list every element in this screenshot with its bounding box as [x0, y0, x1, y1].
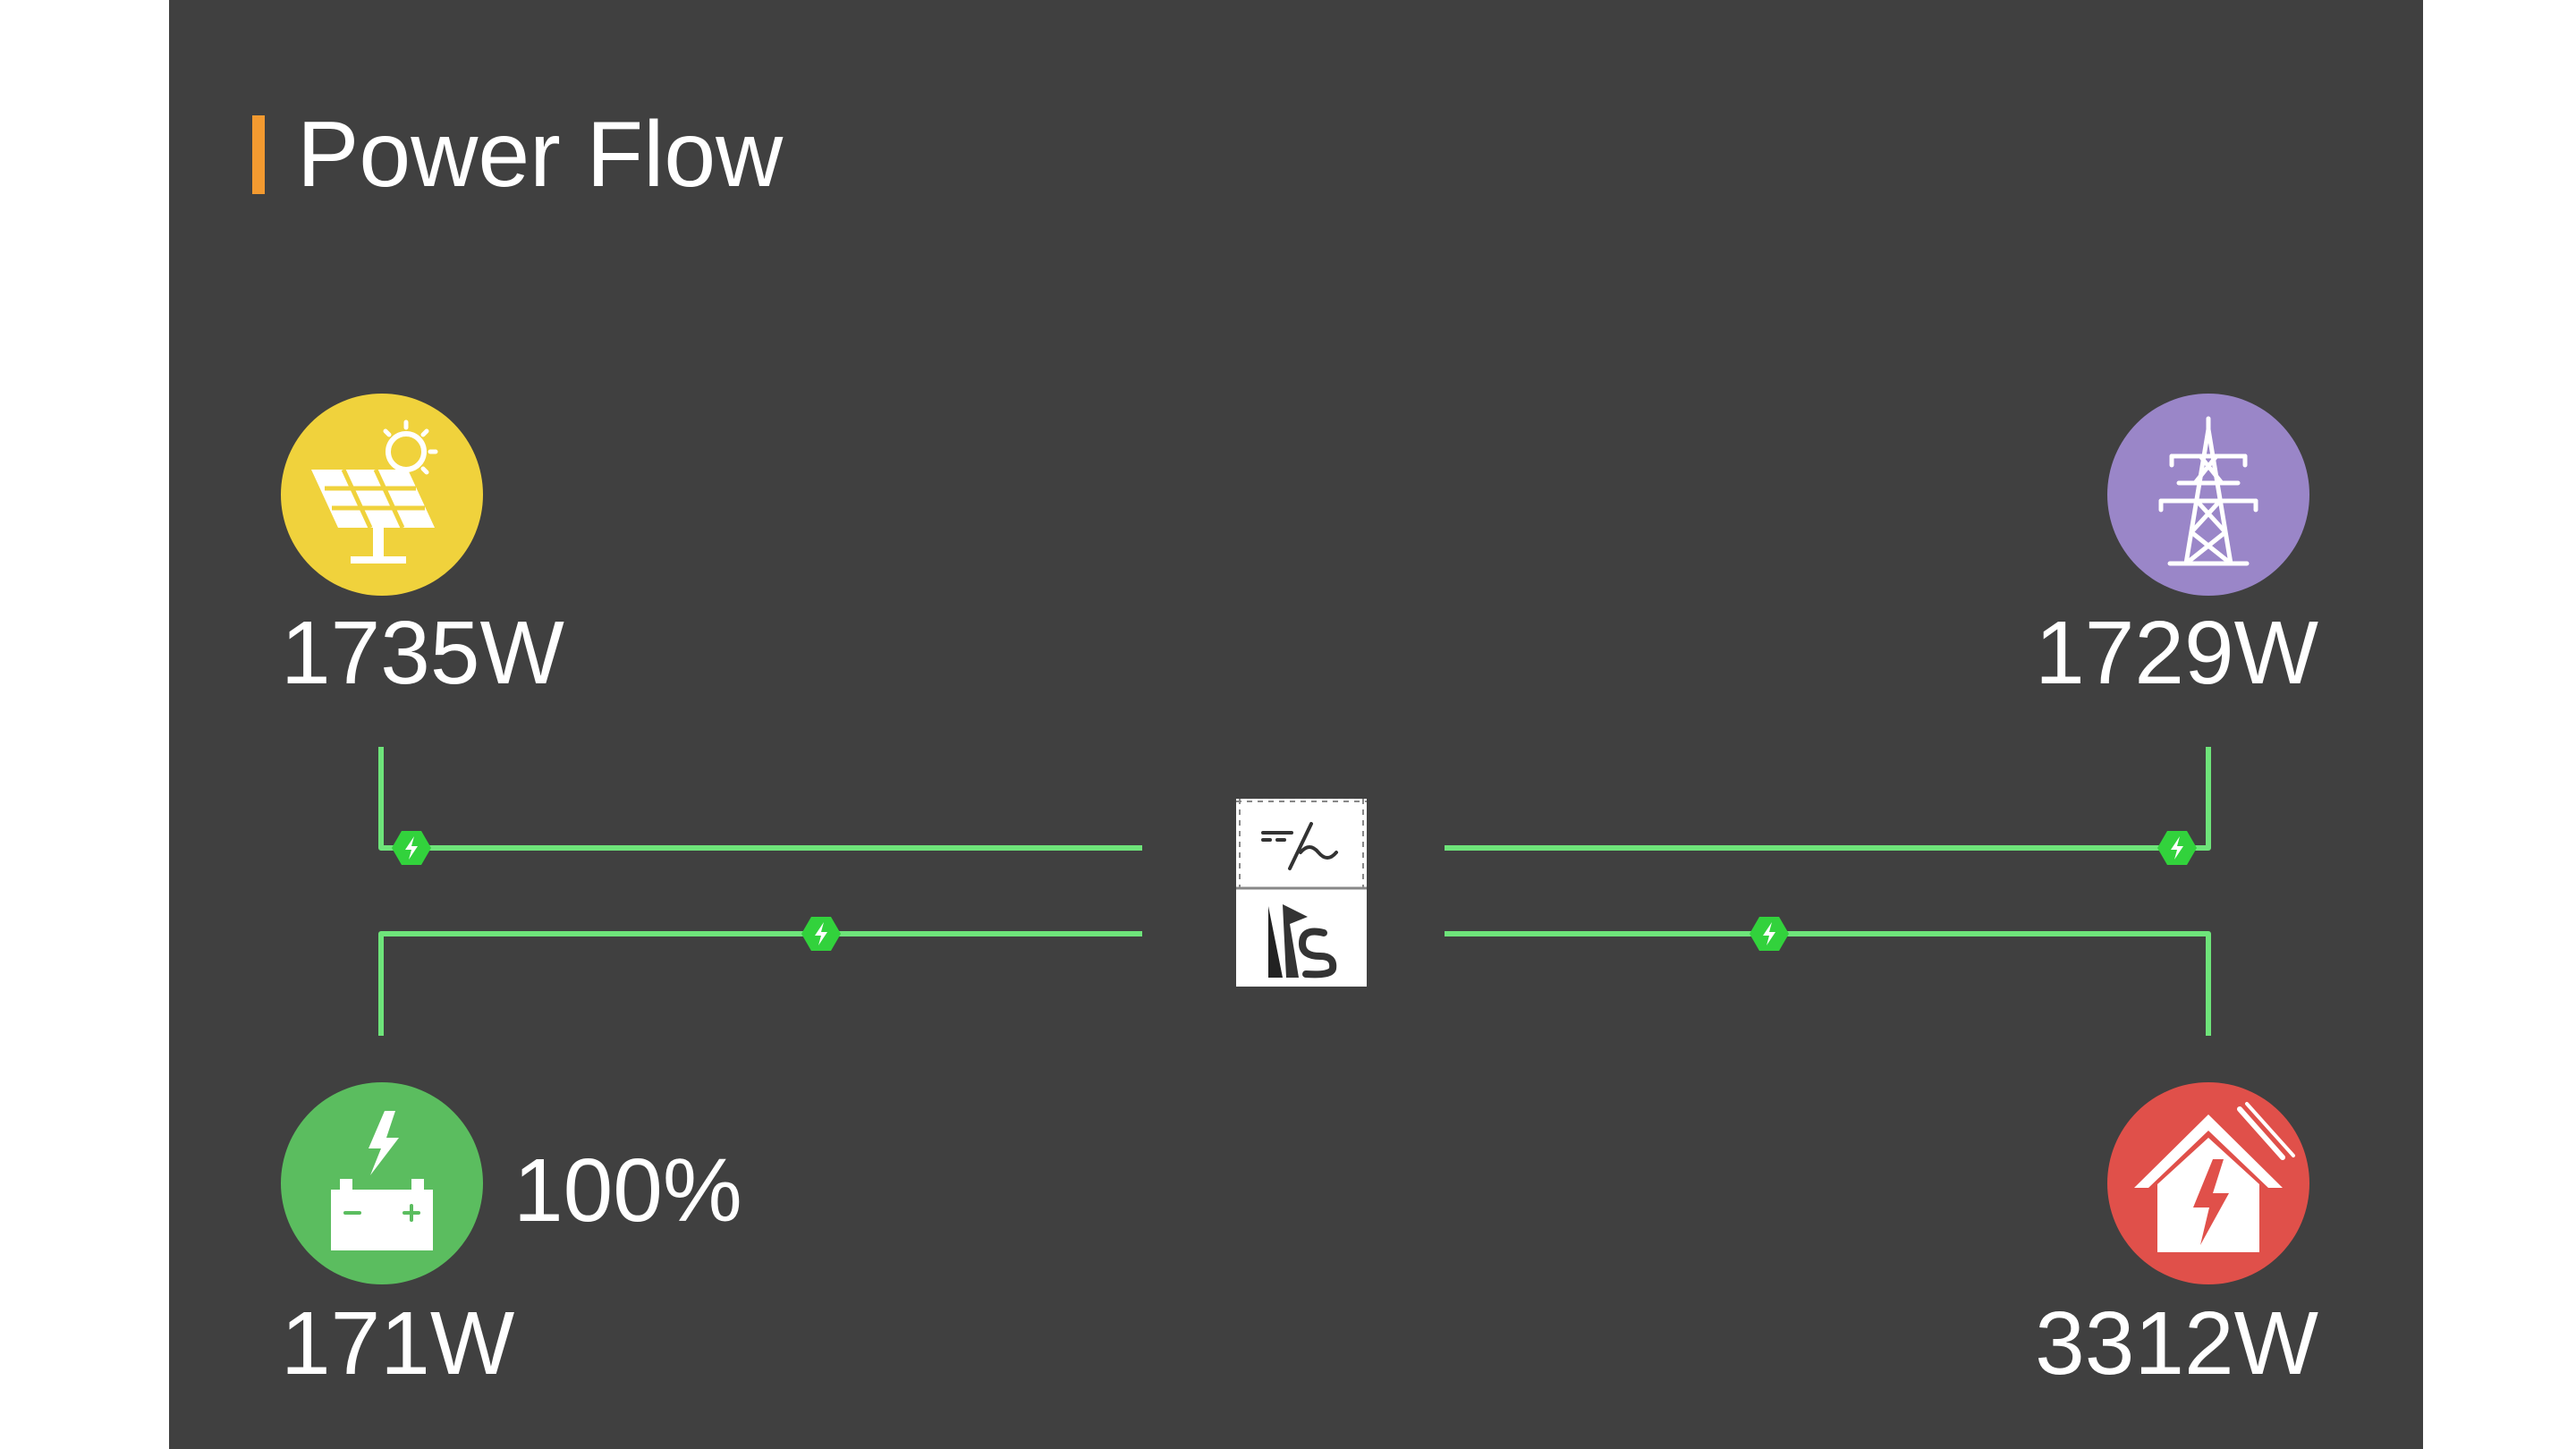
- grid-node[interactable]: [2107, 394, 2309, 596]
- inverter-icon: [1236, 799, 1367, 987]
- battery-charging-icon: [281, 1082, 483, 1284]
- flow-dot-load: [1750, 917, 1789, 951]
- flow-dot-solar: [392, 831, 431, 865]
- battery-soc-value: 100%: [513, 1140, 742, 1241]
- transmission-tower-icon: [2107, 394, 2309, 596]
- battery-flow-line: [378, 931, 1142, 1036]
- solar-node[interactable]: [281, 394, 483, 596]
- battery-node[interactable]: [281, 1082, 483, 1284]
- load-flow-line: [1445, 931, 2211, 1036]
- load-power-value: 3312W: [2035, 1293, 2318, 1394]
- flow-lines: [378, 747, 2211, 1036]
- power-flow-panel: Power Flow: [169, 0, 2423, 1449]
- grid-flow-line: [1445, 747, 2211, 851]
- solar-flow-line: [378, 747, 1142, 851]
- house-lightning-icon: [2107, 1082, 2309, 1284]
- flow-dot-battery: [801, 917, 841, 951]
- flow-dot-grid: [2157, 831, 2197, 865]
- grid-power-value: 1729W: [2035, 603, 2318, 703]
- section-header: Power Flow: [252, 106, 783, 204]
- solar-panel-icon: [281, 394, 483, 596]
- load-node[interactable]: [2107, 1082, 2309, 1284]
- page-title: Power Flow: [297, 103, 784, 207]
- inverter-node[interactable]: [1236, 799, 1367, 987]
- solar-power-value: 1735W: [281, 603, 564, 703]
- title-accent-bar: [252, 115, 265, 194]
- battery-power-value: 171W: [281, 1293, 515, 1394]
